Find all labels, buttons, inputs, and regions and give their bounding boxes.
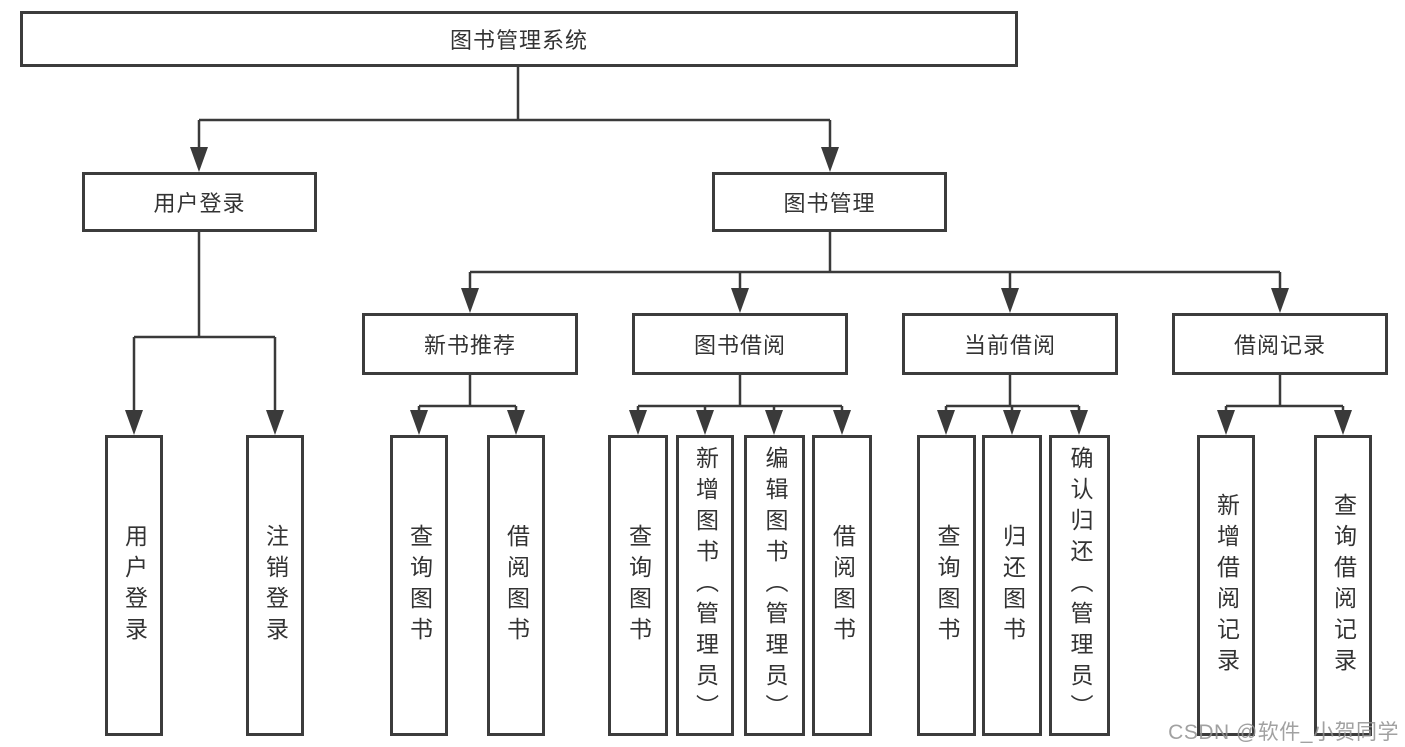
node-book-management-module: 图书管理 <box>712 172 947 232</box>
node-leaf-confirm-return-admin: 确认归还（管理员） <box>1049 435 1110 736</box>
node-leaf-borrow-books-recommendation: 借阅图书 <box>487 435 545 736</box>
csdn-watermark: CSDN @软件_小贺同学 <box>1168 721 1399 744</box>
node-leaf-add-books-admin: 新增图书（管理员） <box>676 435 734 736</box>
node-user-login-module: 用户登录 <box>82 172 317 232</box>
node-leaf-return-books: 归还图书 <box>982 435 1042 736</box>
node-leaf-borrow-books-borrowing: 借阅图书 <box>812 435 872 736</box>
node-leaf-query-books-borrowing: 查询图书 <box>608 435 668 736</box>
node-leaf-query-books-current: 查询图书 <box>917 435 976 736</box>
node-library-management-system: 图书管理系统 <box>20 11 1018 67</box>
node-leaf-logout: 注销登录 <box>246 435 304 736</box>
node-borrowing-records: 借阅记录 <box>1172 313 1388 375</box>
node-new-book-recommendation: 新书推荐 <box>362 313 578 375</box>
node-leaf-query-borrow-record: 查询借阅记录 <box>1314 435 1372 736</box>
node-book-borrowing: 图书借阅 <box>632 313 848 375</box>
node-leaf-edit-books-admin: 编辑图书（管理员） <box>744 435 805 736</box>
node-leaf-add-borrow-record: 新增借阅记录 <box>1197 435 1255 736</box>
node-current-borrowing: 当前借阅 <box>902 313 1118 375</box>
node-leaf-user-login: 用户登录 <box>105 435 163 736</box>
node-leaf-query-books-recommendation: 查询图书 <box>390 435 448 736</box>
